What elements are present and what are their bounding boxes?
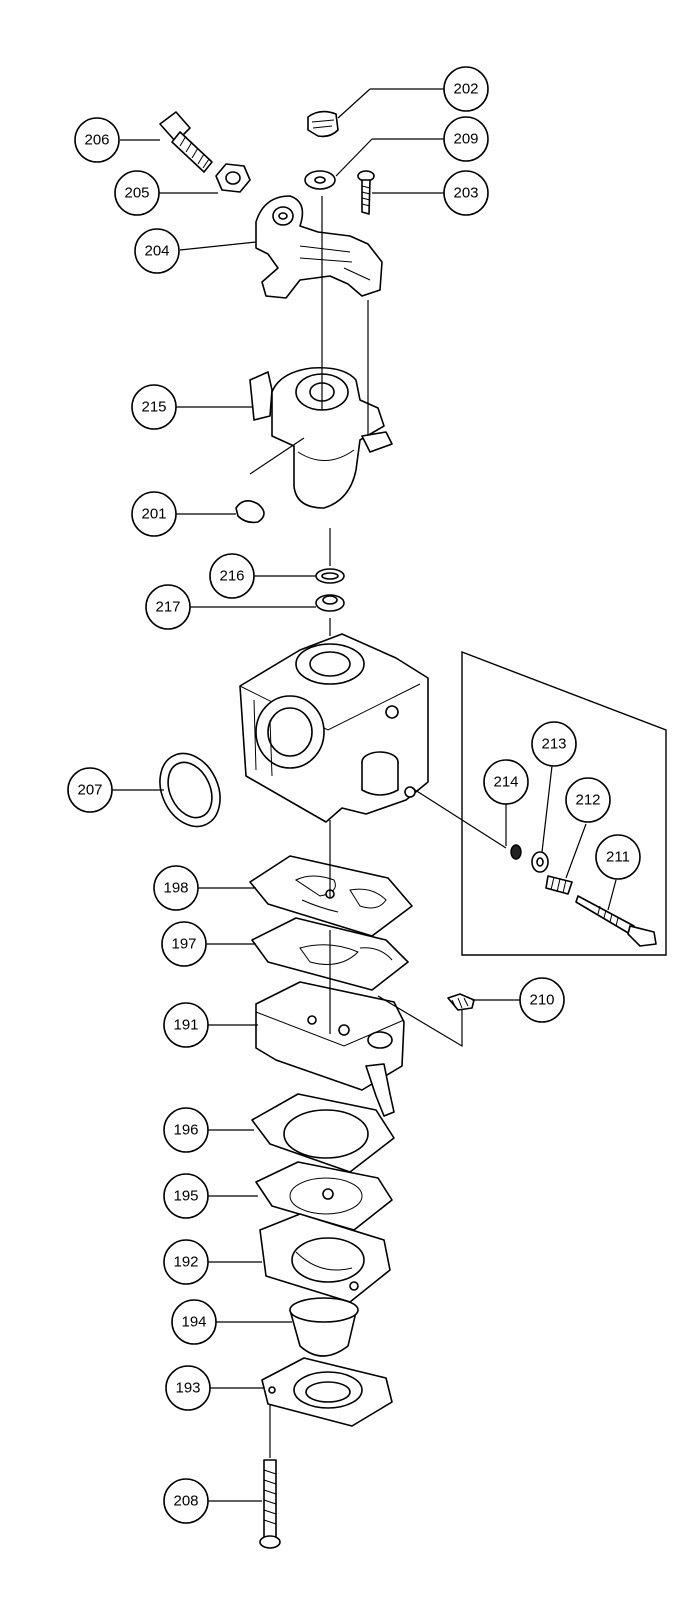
part-193-retainer-plate xyxy=(261,1357,393,1427)
part-195-pump-diaphragm xyxy=(255,1161,393,1231)
label-205: 205 xyxy=(114,170,160,216)
part-201-clip xyxy=(235,500,265,524)
part-194-primer-bulb xyxy=(289,1297,359,1357)
svg-text:205: 205 xyxy=(124,185,149,202)
part-213-washer xyxy=(531,851,549,873)
label-213: 213 xyxy=(531,721,577,767)
label-206: 206 xyxy=(74,117,120,163)
leader-lines xyxy=(112,88,617,1502)
svg-text:203: 203 xyxy=(453,185,478,202)
svg-text:197: 197 xyxy=(171,936,196,953)
label-194: 194 xyxy=(171,1299,217,1345)
label-203: 203 xyxy=(443,170,489,216)
label-209: 209 xyxy=(443,116,489,162)
part-196-pump-gasket xyxy=(251,1093,395,1173)
label-207: 207 xyxy=(67,767,113,813)
part-198-gasket xyxy=(249,855,413,937)
label-192: 192 xyxy=(163,1239,209,1285)
inset-frame xyxy=(461,650,667,956)
part-206-idle-screw xyxy=(159,111,213,173)
label-214: 214 xyxy=(483,759,529,805)
part-215-upper-body xyxy=(249,366,393,509)
svg-text:192: 192 xyxy=(173,1254,198,1271)
part-210-fitting xyxy=(447,993,475,1011)
svg-text:215: 215 xyxy=(141,399,166,416)
label-211: 211 xyxy=(595,834,641,880)
assembly-axis-lines xyxy=(249,196,507,1458)
svg-text:206: 206 xyxy=(84,132,109,149)
svg-text:212: 212 xyxy=(575,792,600,809)
svg-text:208: 208 xyxy=(173,1493,198,1510)
label-201: 201 xyxy=(131,491,177,537)
svg-text:193: 193 xyxy=(175,1380,200,1397)
svg-text:201: 201 xyxy=(141,506,166,523)
svg-text:214: 214 xyxy=(493,774,518,791)
part-209-washer xyxy=(304,170,336,190)
svg-text:211: 211 xyxy=(606,849,630,866)
part-217-bushing xyxy=(315,594,345,612)
label-202: 202 xyxy=(443,66,489,112)
svg-text:204: 204 xyxy=(144,243,169,260)
svg-text:191: 191 xyxy=(173,1017,198,1034)
svg-text:196: 196 xyxy=(173,1122,198,1139)
svg-text:210: 210 xyxy=(529,992,554,1009)
part-208-long-screw xyxy=(259,1459,281,1549)
svg-text:217: 217 xyxy=(155,599,180,616)
label-193: 193 xyxy=(165,1365,211,1411)
part-207-ring-gasket xyxy=(159,752,221,828)
label-217: 217 xyxy=(145,584,191,630)
part-216-o-ring xyxy=(315,568,345,584)
label-208: 208 xyxy=(163,1478,209,1524)
svg-text:195: 195 xyxy=(173,1188,198,1205)
part-192-pump-cover xyxy=(259,1213,391,1303)
part-204-throttle-lever xyxy=(255,195,383,299)
label-196: 196 xyxy=(163,1107,209,1153)
label-195: 195 xyxy=(163,1173,209,1219)
part-191-pump-body xyxy=(255,981,405,1117)
svg-text:202: 202 xyxy=(453,81,478,98)
label-198: 198 xyxy=(153,865,199,911)
part-203-screw xyxy=(357,170,375,215)
label-212: 212 xyxy=(565,777,611,823)
svg-text:194: 194 xyxy=(181,1314,206,1331)
label-191: 191 xyxy=(163,1002,209,1048)
svg-text:209: 209 xyxy=(453,131,478,148)
part-carburetor-body xyxy=(239,633,429,823)
label-216: 216 xyxy=(209,553,255,599)
part-214-o-ring xyxy=(510,844,522,860)
label-197: 197 xyxy=(161,921,207,967)
label-204: 204 xyxy=(134,228,180,274)
part-202-screw xyxy=(307,110,339,138)
part-212-spring xyxy=(545,875,573,895)
svg-text:216: 216 xyxy=(219,568,244,585)
svg-text:207: 207 xyxy=(77,782,102,799)
svg-text:213: 213 xyxy=(541,736,566,753)
part-211-adjusting-needle xyxy=(575,895,657,947)
label-210: 210 xyxy=(519,977,565,1023)
label-215: 215 xyxy=(131,384,177,430)
part-205-nut xyxy=(215,163,251,193)
svg-text:198: 198 xyxy=(163,880,188,897)
